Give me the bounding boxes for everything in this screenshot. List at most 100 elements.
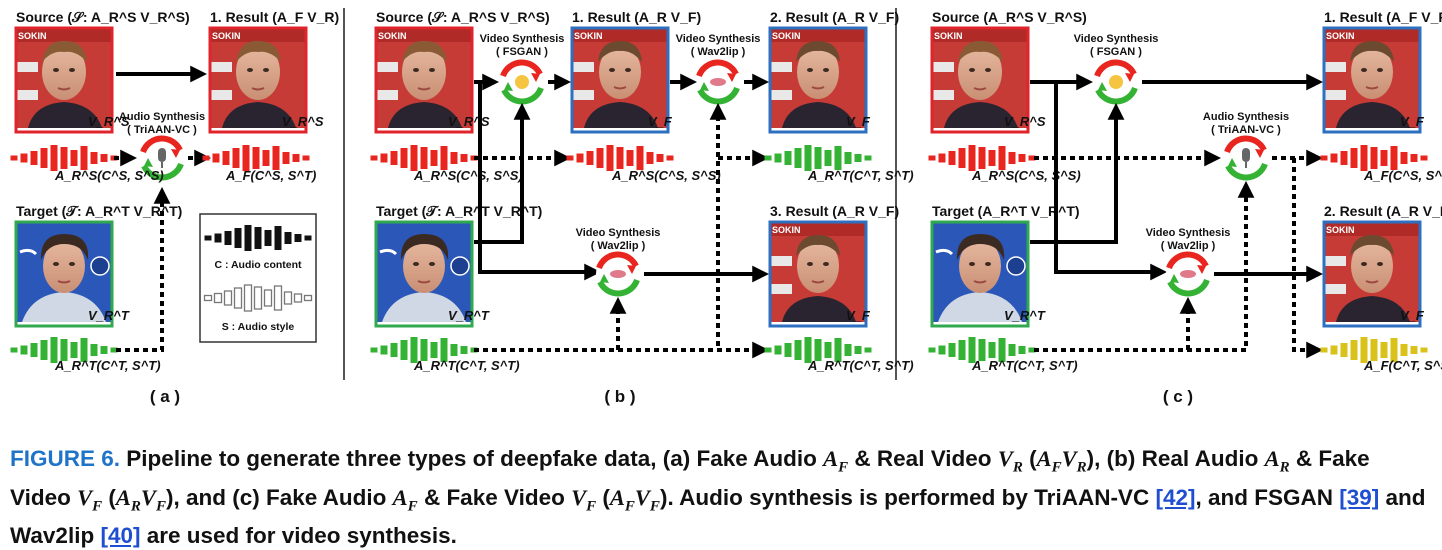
waveform-bar bbox=[21, 346, 28, 355]
b-source-audio-copy-label: A_R^S(C^S, S^S) bbox=[611, 168, 721, 183]
ref-link-40[interactable]: [40] bbox=[100, 523, 140, 548]
panel-a-label: ( a ) bbox=[150, 387, 180, 406]
waveform-bar bbox=[1341, 343, 1348, 357]
waveform-bar bbox=[795, 148, 802, 168]
waveform-bar bbox=[71, 342, 78, 358]
waveform-bar bbox=[959, 340, 966, 360]
caption-text-3: , (b) Real Audio bbox=[1094, 446, 1264, 471]
figure-caption: FIGURE 6. Pipeline to generate three typ… bbox=[10, 444, 1430, 550]
waveform-bar bbox=[865, 156, 872, 161]
b-result1-badge: V_F bbox=[648, 114, 673, 129]
c-source-label: Source (A_R^S V_R^S) bbox=[932, 9, 1087, 25]
waveform-bar bbox=[215, 234, 222, 243]
ref-link-39[interactable]: [39] bbox=[1339, 485, 1379, 510]
b-source-badge: V_R^S bbox=[448, 114, 490, 129]
waveform-bar bbox=[1321, 156, 1328, 161]
waveform-bar bbox=[1341, 151, 1348, 165]
waveform-bar bbox=[255, 287, 262, 309]
waveform-bar bbox=[1421, 156, 1428, 161]
waveform-bar bbox=[285, 292, 292, 304]
b-target-badge: V_R^T bbox=[448, 308, 490, 323]
waveform-bar bbox=[283, 152, 290, 164]
waveform-bar bbox=[431, 150, 438, 166]
waveform-bar bbox=[11, 348, 18, 353]
c-vs1-title: Video Synthesis bbox=[1074, 33, 1159, 45]
waveform-bar bbox=[451, 152, 458, 164]
waveform-bar bbox=[775, 346, 782, 355]
waveform-bar bbox=[381, 346, 388, 355]
waveform-bar bbox=[765, 348, 772, 353]
waveform-bar bbox=[855, 154, 862, 162]
c-result1-face: V_F bbox=[1324, 28, 1425, 132]
legend-box: C : Audio content S : Audio style bbox=[200, 214, 316, 342]
waveform-bar bbox=[245, 225, 252, 251]
waveform-bar bbox=[825, 342, 832, 358]
a-target-label: Target (𝒯: A_R^T V_R^T) bbox=[16, 203, 182, 219]
waveform-bar bbox=[41, 340, 48, 360]
waveform-bar bbox=[845, 152, 852, 164]
b-vs1-title: Video Synthesis bbox=[480, 33, 565, 45]
c-source-audio-label: A_R^S(C^S, S^S) bbox=[971, 168, 1081, 183]
waveform-bar bbox=[305, 236, 312, 241]
panel-c: Source (A_R^S V_R^S) V_R^S Video Synthes… bbox=[929, 9, 1442, 406]
waveform-bar bbox=[61, 147, 68, 169]
c-result1-audio-label: A_F(C^S, S^T) bbox=[1363, 168, 1442, 183]
c-vs1-model: ( FSGAN ) bbox=[1090, 46, 1142, 58]
c-result1-badge: V_F bbox=[1400, 114, 1425, 129]
waveform-bar bbox=[1411, 154, 1418, 162]
a-source-face: V_R^S bbox=[16, 28, 130, 132]
a-source-audio-label: A_R^S(C^S, S^S) bbox=[54, 168, 164, 183]
b-vs3-model: ( Wav2lip ) bbox=[591, 240, 646, 252]
waveform-bar bbox=[1401, 344, 1408, 356]
waveform-bar bbox=[213, 154, 220, 163]
waveform-bar bbox=[929, 156, 936, 161]
c-result2-audio-label: A_F(C^T, S^S) bbox=[1363, 358, 1442, 373]
c-audio-synth-title: Audio Synthesis bbox=[1203, 111, 1289, 123]
waveform-bar bbox=[295, 234, 302, 242]
waveform-bar bbox=[627, 150, 634, 166]
waveform-bar bbox=[989, 150, 996, 166]
waveform-bar bbox=[441, 146, 448, 170]
waveform-bar bbox=[1401, 152, 1408, 164]
waveform-bar bbox=[825, 150, 832, 166]
waveform-bar bbox=[381, 154, 388, 163]
a-audio-synth-title: Audio Synthesis bbox=[119, 111, 205, 123]
waveform-bar bbox=[21, 154, 28, 163]
c-vs2-title: Video Synthesis bbox=[1146, 227, 1231, 239]
waveform-bar bbox=[815, 147, 822, 169]
waveform-bar bbox=[31, 151, 38, 165]
waveform-bar bbox=[203, 156, 210, 161]
b-result1-label: 1. Result (A_R V_F) bbox=[572, 9, 701, 25]
waveform-bar bbox=[1331, 154, 1338, 163]
waveform-bar bbox=[71, 150, 78, 166]
ref-link-42[interactable]: [42] bbox=[1155, 485, 1195, 510]
c-source-face: V_R^S bbox=[932, 28, 1046, 132]
legend-style-text: S : Audio style bbox=[222, 321, 295, 333]
waveform-bar bbox=[1009, 344, 1016, 356]
waveform-bar bbox=[1009, 152, 1016, 164]
waveform-bar bbox=[275, 226, 282, 250]
waveform-bar bbox=[1381, 150, 1388, 166]
waveform-bar bbox=[303, 156, 310, 161]
waveform-bar bbox=[273, 146, 280, 170]
waveform-bar bbox=[265, 230, 272, 246]
waveform-bar bbox=[401, 340, 408, 360]
caption-text-5: , and (c) Fake Audio bbox=[173, 485, 392, 510]
b-result2-face: V_F bbox=[770, 28, 871, 132]
waveform-bar bbox=[225, 291, 232, 305]
waveform-bar bbox=[401, 148, 408, 168]
waveform-bar bbox=[1351, 340, 1358, 360]
waveform-bar bbox=[1421, 348, 1428, 353]
waveform-bar bbox=[245, 285, 252, 311]
waveform-bar bbox=[647, 152, 654, 164]
face-swap-icon bbox=[1109, 75, 1123, 89]
b-result2-audio-label: A_R^T(C^T, S^T) bbox=[807, 168, 914, 183]
waveform-bar bbox=[275, 286, 282, 310]
waveform-bar bbox=[1381, 342, 1388, 358]
waveform-bar bbox=[929, 348, 936, 353]
waveform-bar bbox=[785, 151, 792, 165]
caption-text-1: Pipeline to generate three types of deep… bbox=[126, 446, 823, 471]
waveform-bar bbox=[1411, 346, 1418, 354]
waveform-bar bbox=[263, 150, 270, 166]
waveform-bar bbox=[371, 156, 378, 161]
